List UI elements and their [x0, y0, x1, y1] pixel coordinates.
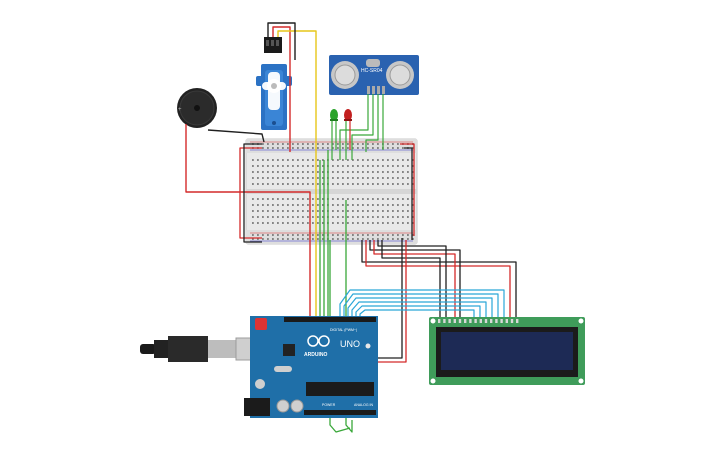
green-led[interactable] [330, 109, 338, 121]
breadboard-holes [252, 143, 414, 240]
lcd-16x2[interactable] [429, 317, 585, 385]
sensor-model-label: HC-SR04 [361, 68, 383, 74]
arduino-model-label: UNO [340, 339, 360, 349]
svg-text:+: + [178, 107, 182, 113]
arduino-digital-label: DIGITAL (PWM~) [330, 328, 357, 332]
arduino-power-label: POWER [322, 403, 336, 407]
lcd-pin-header [438, 319, 519, 323]
micro-servo[interactable] [256, 37, 292, 130]
lcd-screen [441, 332, 573, 370]
usb-cable [140, 336, 265, 362]
breadboard[interactable] [245, 138, 418, 245]
piezo-buzzer[interactable]: + [177, 88, 217, 128]
red-led[interactable] [344, 109, 352, 121]
arduino-analog-label: ANALOG IN [354, 403, 374, 407]
arduino-uno[interactable]: ARDUINO UNO DIGITAL (PWM~) ANALOG IN POW… [140, 316, 378, 418]
arduino-brand-label: ARDUINO [304, 352, 327, 358]
wires [185, 22, 517, 433]
ultrasonic-sensor[interactable]: HC-SR04 [329, 55, 419, 95]
arduino-logo-icon [307, 335, 330, 347]
